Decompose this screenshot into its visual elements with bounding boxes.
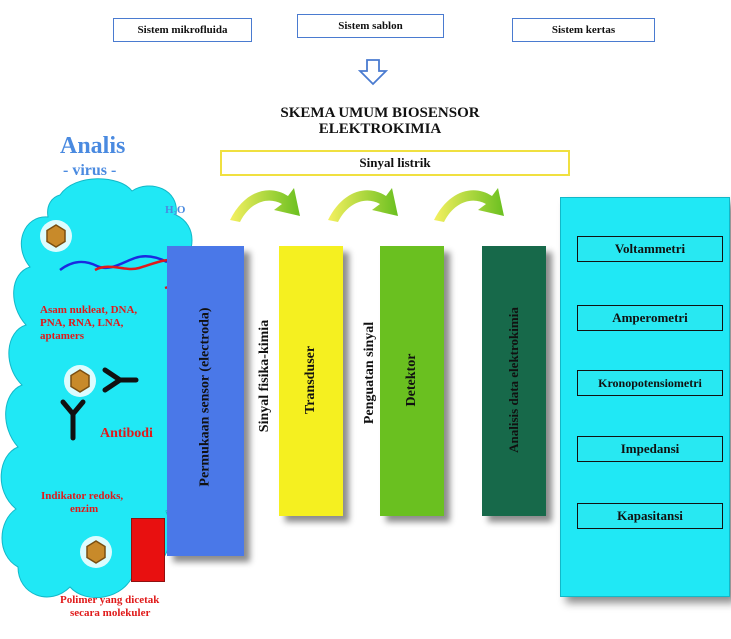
detector-bar: Detektor: [380, 246, 444, 516]
method-capacitance: Kapasitansi: [577, 503, 723, 529]
analysis-label: Analisis data elektrokimia: [506, 307, 521, 453]
polymer-label-1: Polimer yang dicetak: [60, 594, 160, 606]
analysis-bar: Analisis data elektrokimia: [482, 246, 546, 516]
analyte-subtitle: - virus -: [63, 162, 117, 179]
virus-icon: [40, 220, 72, 252]
polymer-label-2: secara molekuler: [70, 607, 151, 619]
nucleic-label-2: PNA, RNA, LNA,: [40, 317, 124, 329]
diagram-title-line2: ELEKTROKIMIA: [318, 121, 442, 137]
curved-arrow-icon: [230, 188, 300, 222]
water-label: H₂O: [165, 204, 186, 216]
down-arrow-icon: [358, 59, 388, 86]
top-box-screenprint: Sistem sablon: [297, 14, 444, 38]
sensor-surface-bar: Permukaan sensor (electroda): [167, 246, 244, 556]
physchem-signal-label: Sinyal fisika-kimia: [257, 319, 272, 433]
method-impedance: Impedansi: [577, 436, 723, 462]
antibody-icon: [102, 367, 139, 393]
polymer-block: [131, 518, 165, 582]
curved-arrow-icon: [328, 188, 398, 222]
nucleic-label-3: aptamers: [40, 330, 84, 342]
antibody-label: Antibodi: [100, 426, 153, 441]
virus-icon: [80, 536, 112, 568]
antibody-icon: [60, 399, 86, 441]
methods-panel: [560, 197, 730, 597]
diagram-title-line1: SKEMA UMUM BIOSENSOR: [280, 105, 480, 121]
top-box-microfluidic: Sistem mikrofluida: [113, 18, 252, 42]
transducer-label: Transduser: [303, 345, 318, 415]
method-amperometry: Amperometri: [577, 305, 723, 331]
transducer-bar: Transduser: [279, 246, 343, 516]
method-voltammetry: Voltammetri: [577, 236, 723, 262]
detector-label: Detektor: [404, 353, 419, 407]
virus-icon: [64, 365, 96, 397]
indicator-label-1: Indikator redoks,: [41, 490, 124, 502]
indicator-label-2: enzim: [70, 503, 99, 515]
top-box-paper: Sistem kertas: [512, 18, 655, 42]
method-chronopotentiometry: Kronopotensiometri: [577, 370, 723, 396]
sensor-surface-label: Permukaan sensor (electroda): [197, 307, 213, 487]
amplification-label: Penguatan sinyal: [362, 321, 377, 425]
curved-arrows: [230, 188, 504, 222]
nucleic-label-1: Asam nukleat, DNA,: [40, 304, 138, 316]
curved-arrow-icon: [434, 188, 504, 222]
electric-signal-box: Sinyal listrik: [220, 150, 570, 176]
analyte-title: Analis: [60, 133, 126, 159]
